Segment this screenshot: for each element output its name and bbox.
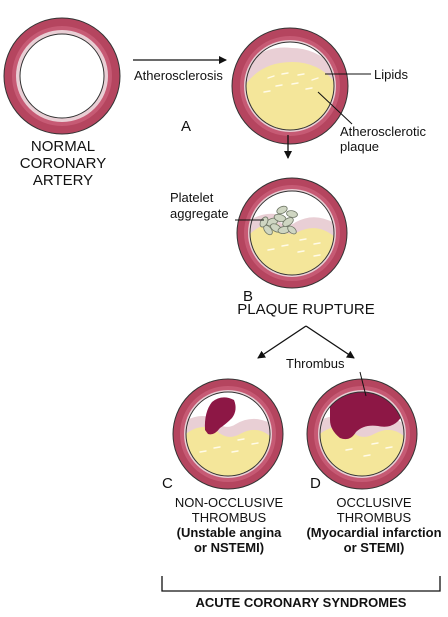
atherosclerosis-label: Atherosclerosis — [134, 68, 223, 83]
acs-label: ACUTE CORONARY SYNDROMES — [196, 595, 407, 610]
letter-a: A — [181, 118, 191, 135]
d-caption-1: OCCLUSIVE — [336, 495, 411, 510]
normal-artery-label-1: NORMAL — [31, 138, 95, 155]
arrow-b-to-c — [257, 325, 307, 359]
d-caption-bold-2: or STEMI) — [344, 540, 405, 555]
lipids-label: Lipids — [374, 67, 408, 82]
platelet-label-1: Platelet — [170, 190, 214, 205]
c-caption-bold-1: (Unstable angina — [177, 525, 283, 540]
letter-b: B — [243, 288, 253, 305]
c-caption-bold-2: or NSTEMI) — [194, 540, 264, 555]
platelet-label-2: aggregate — [170, 206, 229, 221]
c-caption-2: THROMBUS — [192, 510, 267, 525]
atherosclerotic-artery — [231, 27, 349, 145]
thrombus-pointer — [359, 371, 367, 397]
plaque-rupture-label: PLAQUE RUPTURE — [237, 301, 375, 318]
d-caption-2: THROMBUS — [337, 510, 412, 525]
partial-thrombus — [204, 397, 236, 435]
plaque-label-1: Atherosclerotic — [340, 124, 426, 139]
letter-c: C — [162, 475, 173, 492]
platelet-aggregate — [259, 205, 298, 236]
normal-artery — [3, 17, 121, 135]
plaque-pointer — [317, 91, 353, 125]
thrombus-label: Thrombus — [286, 356, 345, 371]
occlusive-artery — [306, 378, 418, 490]
arrow-b-to-d — [305, 325, 355, 359]
d-caption-bold-1: (Myocardial infarction — [306, 525, 441, 540]
c-caption-1: NON-OCCLUSIVE — [175, 495, 284, 510]
plaque-rupture-artery — [236, 177, 348, 289]
occlusive-thrombus — [330, 392, 404, 440]
plaque-label-2: plaque — [340, 139, 379, 154]
normal-artery-label-2: CORONARY — [20, 155, 106, 172]
acs-bracket — [161, 576, 441, 592]
non-occlusive-artery — [172, 378, 284, 490]
normal-artery-label-3: ARTERY — [33, 172, 93, 189]
letter-d: D — [310, 475, 321, 492]
